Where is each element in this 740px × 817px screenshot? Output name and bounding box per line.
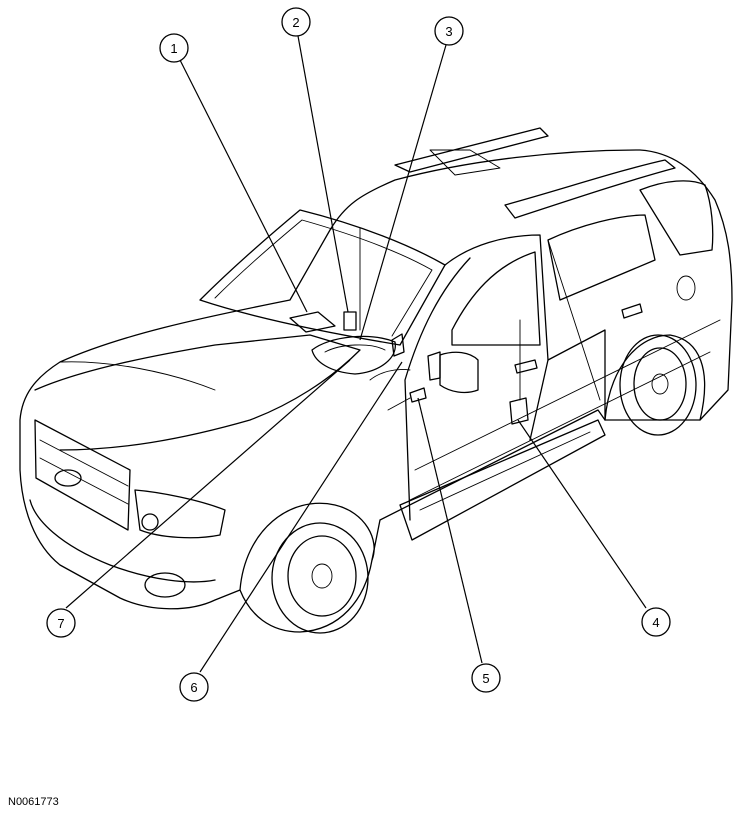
callout-label-1: 1 [170, 41, 177, 56]
callout-label-2: 2 [292, 15, 299, 30]
figure-id: N0061773 [8, 796, 59, 808]
leader-line-1 [179, 59, 308, 313]
callout-3: 3 [434, 16, 464, 46]
callout-4: 4 [641, 607, 671, 637]
callout-5: 5 [471, 663, 501, 693]
leader-line-7 [65, 359, 351, 609]
callout-label-5: 5 [482, 671, 489, 686]
leader-line-2 [297, 35, 349, 313]
callout-7: 7 [46, 608, 76, 638]
callout-label-6: 6 [190, 680, 197, 695]
leader-line-5 [417, 397, 483, 664]
vehicle-body [19, 127, 733, 634]
leader-line-3 [359, 44, 447, 341]
callout-leaders [65, 35, 647, 673]
callouts: 1 2 3 4 5 6 7 [46, 7, 671, 702]
callout-1: 1 [159, 33, 189, 63]
callout-label-4: 4 [652, 615, 659, 630]
leader-line-6 [199, 361, 403, 673]
callout-2: 2 [281, 7, 311, 37]
callout-label-7: 7 [57, 616, 64, 631]
callout-6: 6 [179, 672, 209, 702]
leader-line-4 [517, 419, 647, 609]
callout-label-3: 3 [445, 24, 452, 39]
restraint-components [289, 227, 529, 425]
